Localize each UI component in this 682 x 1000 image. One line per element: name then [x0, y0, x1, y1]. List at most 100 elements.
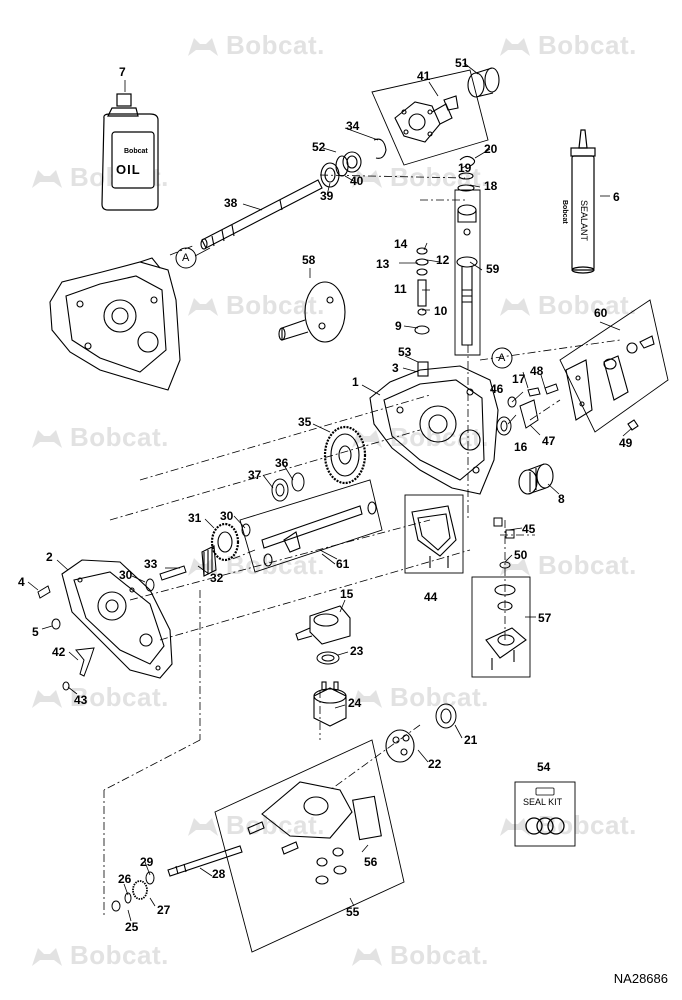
- callout-41: 41: [417, 69, 431, 83]
- cylinder-block-part-22: [385, 729, 415, 763]
- ref-a-mid: A: [498, 352, 506, 364]
- callout-23: 23: [350, 644, 364, 658]
- bobcat-logo-icon: [32, 690, 62, 708]
- washer-part-50: [499, 561, 511, 569]
- seal-part-16: [496, 416, 512, 436]
- callout-36: 36: [275, 456, 289, 470]
- bobcat-logo-icon: [32, 170, 62, 188]
- callout-24: 24: [348, 696, 362, 710]
- callout-2: 2: [46, 550, 53, 564]
- bobcat-logo-icon: [188, 298, 218, 316]
- group-outlines: [214, 69, 669, 953]
- group-box-55: [214, 739, 405, 953]
- callout-35: 35: [298, 415, 312, 429]
- input-shaft-part-28: [167, 845, 243, 877]
- watermark: Bobcat.: [498, 290, 637, 321]
- watermark: Bobcat.: [350, 422, 489, 453]
- left-housing: [49, 257, 181, 391]
- axle-shaft-part-38: [200, 179, 323, 250]
- watermark: Bobcat.: [30, 940, 169, 971]
- group-box-41: [371, 69, 489, 166]
- callout-30a: 30: [220, 509, 234, 523]
- watermark: Bobcat.: [186, 30, 325, 61]
- callout-49: 49: [619, 436, 633, 450]
- callout-46: 46: [490, 382, 504, 396]
- cylinder-block-part-24: [313, 681, 347, 727]
- flange-part-58: [278, 281, 346, 343]
- bobcat-logo-icon: [352, 948, 382, 966]
- gear-part-35: [323, 425, 367, 485]
- callout-6: 6: [613, 190, 620, 204]
- oil-bottle-brand: Bobcat: [124, 148, 148, 155]
- callout-33: 33: [144, 557, 158, 571]
- valve-assembly-part-57: [485, 584, 527, 670]
- callout-45: 45: [522, 522, 536, 536]
- callout-61: 61: [336, 557, 350, 571]
- callout-52: 52: [312, 140, 326, 154]
- bobcat-logo-icon: [352, 170, 382, 188]
- callout-38: 38: [224, 196, 238, 210]
- watermark: Bobcat.: [498, 30, 637, 61]
- group-box-61: [239, 479, 383, 573]
- washer-part-36: [291, 472, 305, 492]
- oil-bottle-label: OIL: [116, 162, 141, 177]
- callout-55: 55: [346, 905, 360, 919]
- callout-14: 14: [394, 237, 408, 251]
- sealant-tube-brand: Bobcat: [561, 200, 568, 224]
- fittings-part-45: [493, 517, 515, 539]
- ring-part-26: [124, 892, 132, 904]
- plug-part-5: [51, 618, 61, 630]
- callout-19: 19: [458, 161, 472, 175]
- callout-44: 44: [424, 590, 438, 604]
- seal-kit-rings: [525, 787, 565, 835]
- seal-part-21: [435, 703, 457, 729]
- group-box-60: [559, 299, 669, 433]
- callout-20: 20: [484, 142, 498, 156]
- pin-part-33: [159, 565, 187, 581]
- callout-18: 18: [484, 179, 498, 193]
- callout-30b: 30: [119, 568, 133, 582]
- ref-a-mid-circle: [491, 347, 513, 369]
- bobcat-logo-icon: [188, 818, 218, 836]
- callout-16: 16: [514, 440, 528, 454]
- bobcat-logo-icon: [352, 430, 382, 448]
- lever-part-42: [75, 647, 95, 677]
- sealant-tube-part-6: [570, 129, 596, 274]
- watermark: Bobcat.: [350, 940, 489, 971]
- washer-part-30: [241, 523, 251, 537]
- bobcat-logo-icon: [188, 38, 218, 56]
- callout-22: 22: [428, 757, 442, 771]
- ref-a-top: A: [182, 252, 190, 264]
- callout-12: 12: [436, 253, 450, 267]
- callout-37: 37: [248, 468, 262, 482]
- callout-59: 59: [486, 262, 500, 276]
- bracket-part-47: [519, 399, 539, 429]
- callout-57: 57: [538, 611, 552, 625]
- block-part-15: [295, 605, 351, 645]
- callout-58: 58: [302, 253, 316, 267]
- bobcat-logo-icon: [32, 430, 62, 448]
- assembly-lines: [103, 174, 621, 915]
- ref-a-top-circle: [175, 247, 197, 269]
- seal-part-23: [316, 651, 340, 665]
- hub-part-41: [394, 95, 459, 143]
- callout-13: 13: [376, 257, 390, 271]
- callout-47: 47: [542, 434, 556, 448]
- bracket-part-44: [411, 505, 457, 568]
- callout-26: 26: [118, 872, 132, 886]
- callout-48: 48: [530, 364, 544, 378]
- callout-17: 17: [512, 372, 526, 386]
- sealant-tube-label: SEALANT: [579, 200, 589, 242]
- callout-54: 54: [537, 760, 551, 774]
- filter-part-8: [518, 463, 554, 495]
- shaft-assembly-part-59: [456, 204, 478, 346]
- group-box-54: [514, 781, 576, 847]
- washer-part-29: [145, 871, 155, 885]
- callout-21: 21: [464, 733, 478, 747]
- callout-4: 4: [18, 575, 25, 589]
- group-box-44: [404, 494, 464, 574]
- bearing-part-37: [271, 478, 289, 502]
- callout-10: 10: [434, 304, 448, 318]
